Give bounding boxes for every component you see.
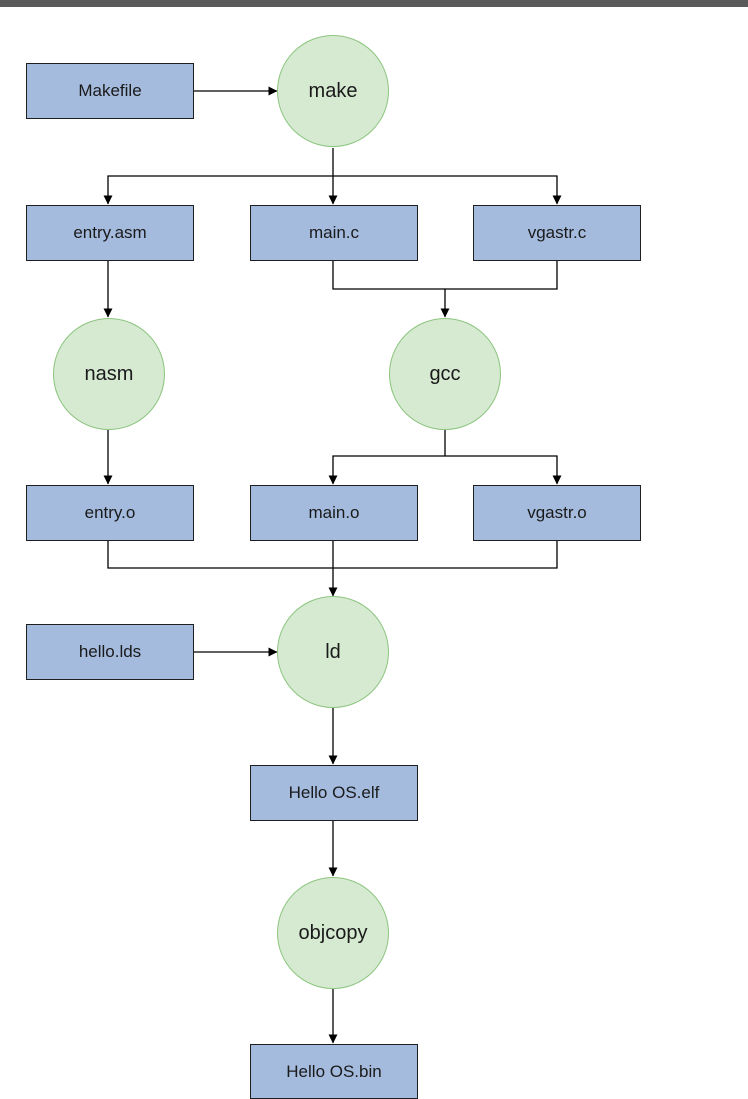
edge-entry-o-to-ld [107,540,333,569]
tool-node-gcc: gcc [389,318,501,430]
tool-node-label: nasm [84,362,134,385]
tool-node-nasm: nasm [53,318,165,430]
file-node-entry-o: entry.o [26,485,194,541]
file-node-label: Hello OS.elf [288,783,380,802]
file-node-hello-elf: Hello OS.elf [250,765,418,821]
file-node-vgastr-o: vgastr.o [473,485,641,541]
file-node-label: hello.lds [78,642,142,661]
file-node-main-c: main.c [250,205,418,261]
file-node-main-o: main.o [250,485,418,541]
edge-gcc-to-main-o [328,455,445,485]
file-node-label: Makefile [78,81,142,100]
edge-vgastr-c-to-gcc [440,261,558,318]
tool-node-label: ld [325,640,341,663]
file-node-label: entry.asm [73,223,147,242]
file-node-hello-lds: hello.lds [26,624,194,680]
tool-node-make: make [277,35,389,147]
file-node-label: vgastr.c [527,223,587,242]
edge-vgastr-o-to-ld [333,540,558,569]
edge-make-to-entry-asm [103,175,333,205]
file-node-label: Hello OS.bin [286,1061,382,1081]
tool-node-ld: ld [277,596,389,708]
file-node-vgastr-c: vgastr.c [473,205,641,261]
file-node-label: main.c [308,223,360,242]
edge-main-c-to-gcc [332,261,445,290]
file-node-label: entry.o [84,503,136,522]
edge-make-to-vgastr-c [333,175,562,205]
file-node-hello-bin: Hello OS.bin [250,1044,418,1099]
edge-gcc-to-vgastr-o [445,455,562,485]
file-node-label: main.o [308,503,360,522]
tool-node-label: make [308,79,358,102]
window-top-bar [0,0,748,7]
tool-node-label: objcopy [298,921,368,944]
tool-node-label: gcc [429,362,461,385]
tool-node-objcopy: objcopy [277,877,389,989]
file-node-label: vgastr.o [527,503,587,522]
file-node-makefile: Makefile [26,63,194,119]
file-node-entry-asm: entry.asm [26,205,194,261]
